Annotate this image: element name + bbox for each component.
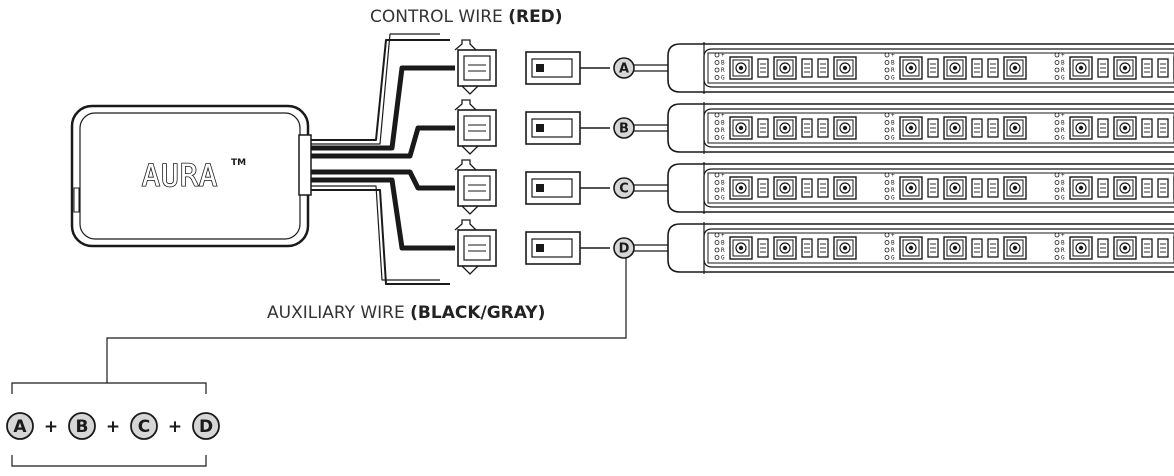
combo-formula: A + B + C + D: [6, 412, 220, 440]
led-strip: +BRG+BRG+BRG: [667, 102, 1174, 154]
controller-trademark: TM: [231, 158, 246, 168]
channel-a: A+BRG+BRG+BRG: [454, 39, 1174, 95]
pin-label: +: [721, 172, 725, 179]
pin-label: G: [891, 195, 895, 202]
pin-label: R: [891, 247, 895, 254]
pin-label: R: [1061, 127, 1065, 134]
controller-wires: [311, 33, 455, 285]
connector-female: [525, 51, 610, 85]
channels: A+BRG+BRG+BRGB+BRG+BRG+BRGC+BRG+BRG+BRGD…: [454, 39, 1174, 275]
channel-label-d: D: [613, 237, 635, 259]
channel-letter: B: [619, 122, 629, 137]
connector-male: [454, 219, 497, 275]
pin-label: +: [891, 112, 895, 119]
pin-label: R: [721, 67, 725, 74]
pin-label: G: [1061, 195, 1065, 202]
pin-label: +: [721, 112, 725, 119]
connector-male: [454, 159, 497, 215]
led-strip: +BRG+BRG+BRG: [667, 42, 1174, 94]
connector-female: [525, 171, 610, 205]
pin-label: +: [891, 172, 895, 179]
combo-item-b: B: [68, 412, 96, 440]
channel-letter: D: [619, 242, 630, 257]
pin-label: R: [1061, 187, 1065, 194]
pin-label: B: [891, 60, 895, 67]
connector-female: [525, 111, 610, 145]
pin-label: B: [891, 120, 895, 127]
pin-label: +: [721, 52, 725, 59]
channel-b: B+BRG+BRG+BRG: [454, 99, 1174, 155]
combo-bracket: [11, 257, 627, 467]
pin-label: B: [1061, 240, 1065, 247]
combo-item-c: C: [130, 412, 158, 440]
pin-label: R: [891, 187, 895, 194]
led-strip: +BRG+BRG+BRG: [667, 222, 1174, 274]
pin-label: G: [891, 75, 895, 82]
pin-label: R: [721, 127, 725, 134]
pin-label: G: [1061, 75, 1065, 82]
pin-label: G: [721, 255, 725, 262]
pin-label: B: [1061, 120, 1065, 127]
pin-label: R: [721, 187, 725, 194]
led-strip: +BRG+BRG+BRG: [667, 162, 1174, 214]
pin-label: B: [721, 60, 725, 67]
controller-brand: AURA: [142, 159, 218, 194]
channel-letter: C: [619, 182, 629, 197]
plus-sign: +: [106, 417, 120, 437]
pin-label: +: [1061, 172, 1065, 179]
pin-label: B: [721, 120, 725, 127]
connector-male: [454, 99, 497, 155]
plus-sign: +: [44, 417, 58, 437]
combo-letter: B: [76, 417, 89, 437]
combo-letter: D: [199, 417, 213, 437]
channel-d: D+BRG+BRG+BRG: [454, 219, 1174, 275]
pin-label: R: [1061, 247, 1065, 254]
combo-letter: A: [13, 417, 27, 437]
plus-sign: +: [168, 417, 182, 437]
pin-label: G: [1061, 255, 1065, 262]
connector-female: [525, 231, 610, 265]
pin-label: B: [891, 180, 895, 187]
pin-label: B: [1061, 180, 1065, 187]
pin-label: R: [891, 127, 895, 134]
channel-label-c: C: [613, 177, 635, 199]
control-wire-label: CONTROL WIRE (RED): [370, 7, 563, 27]
pin-label: +: [891, 232, 895, 239]
combo-letter: C: [138, 417, 150, 437]
pin-label: G: [891, 135, 895, 142]
channel-label-a: A: [613, 57, 635, 79]
pin-label: +: [1061, 112, 1065, 119]
pin-label: B: [891, 240, 895, 247]
pin-label: G: [891, 255, 895, 262]
pin-label: B: [721, 240, 725, 247]
combo-item-a: A: [6, 412, 34, 440]
pin-label: +: [891, 52, 895, 59]
pin-label: G: [721, 75, 725, 82]
channel-label-b: B: [613, 117, 635, 139]
pin-label: R: [1061, 67, 1065, 74]
auxiliary-wire-label: AUXILIARY WIRE (BLACK/GRAY): [267, 303, 545, 323]
aura-controller: AURA TM: [70, 104, 312, 248]
pin-label: +: [1061, 232, 1065, 239]
pin-label: R: [721, 247, 725, 254]
pin-label: +: [721, 232, 725, 239]
pin-label: +: [1061, 52, 1065, 59]
channel-letter: A: [619, 62, 629, 77]
channel-c: C+BRG+BRG+BRG: [454, 159, 1174, 215]
pin-label: G: [1061, 135, 1065, 142]
pin-label: B: [721, 180, 725, 187]
pin-label: G: [721, 135, 725, 142]
combo-item-d: D: [192, 412, 220, 440]
connector-male: [454, 39, 497, 95]
pin-label: R: [891, 67, 895, 74]
pin-label: G: [721, 195, 725, 202]
pin-label: B: [1061, 60, 1065, 67]
